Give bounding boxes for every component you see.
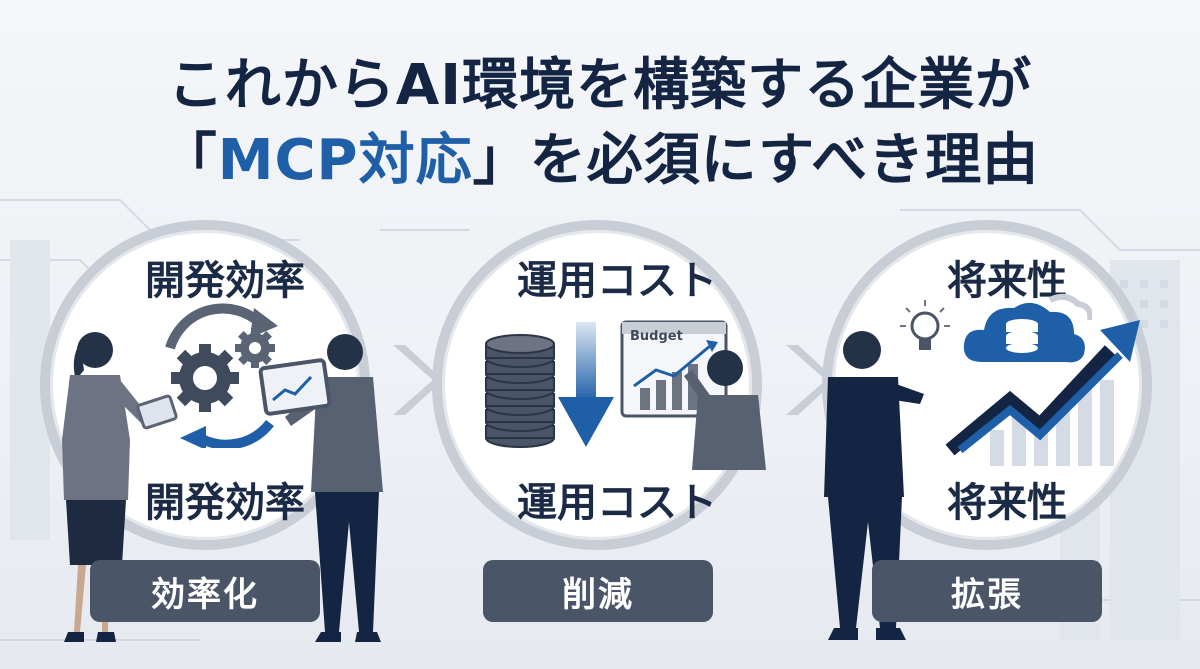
- title-bracket-open: 「: [160, 128, 218, 193]
- analyst-figure: [684, 350, 766, 470]
- page-title-line-1: これからAI環境を構築する企業が: [167, 53, 1033, 118]
- lightbulb-icon: [900, 300, 950, 350]
- chevron-right-icon: [786, 345, 836, 415]
- chevron-right-icon: [393, 345, 443, 415]
- title-rest: を必須にすべき理由: [529, 128, 1040, 193]
- growth-arrow-icon: [945, 320, 1140, 466]
- page-title-line-2: 「MCP対応」を必須にすべき理由: [0, 115, 1200, 196]
- panel-1-bottom-label: 開発効率: [145, 480, 305, 526]
- panel-1-top-label: 開発効率: [145, 258, 305, 304]
- businessman-figure: [258, 334, 383, 642]
- panel-3-top-label: 将来性: [947, 258, 1067, 304]
- title-bracket-close: 」: [472, 128, 530, 193]
- coin-stack-icon: [485, 334, 555, 448]
- budget-screen-label: Budget: [630, 329, 683, 344]
- panel-3-bottom-label: 将来性: [947, 480, 1067, 526]
- badge-efficiency: 効率化: [90, 560, 320, 622]
- panel-2-top-label: 運用コスト: [517, 258, 717, 304]
- cloud-database-icon: [963, 293, 1092, 363]
- badge-reduction: 削減: [483, 560, 713, 622]
- visionary-figure: [824, 331, 924, 640]
- gear-icon: [165, 303, 278, 448]
- down-arrow-icon: [558, 322, 614, 447]
- title-highlight: MCP対応: [217, 128, 473, 193]
- panel-2-bottom-label: 運用コスト: [517, 480, 717, 526]
- badge-expansion: 拡張: [872, 560, 1102, 622]
